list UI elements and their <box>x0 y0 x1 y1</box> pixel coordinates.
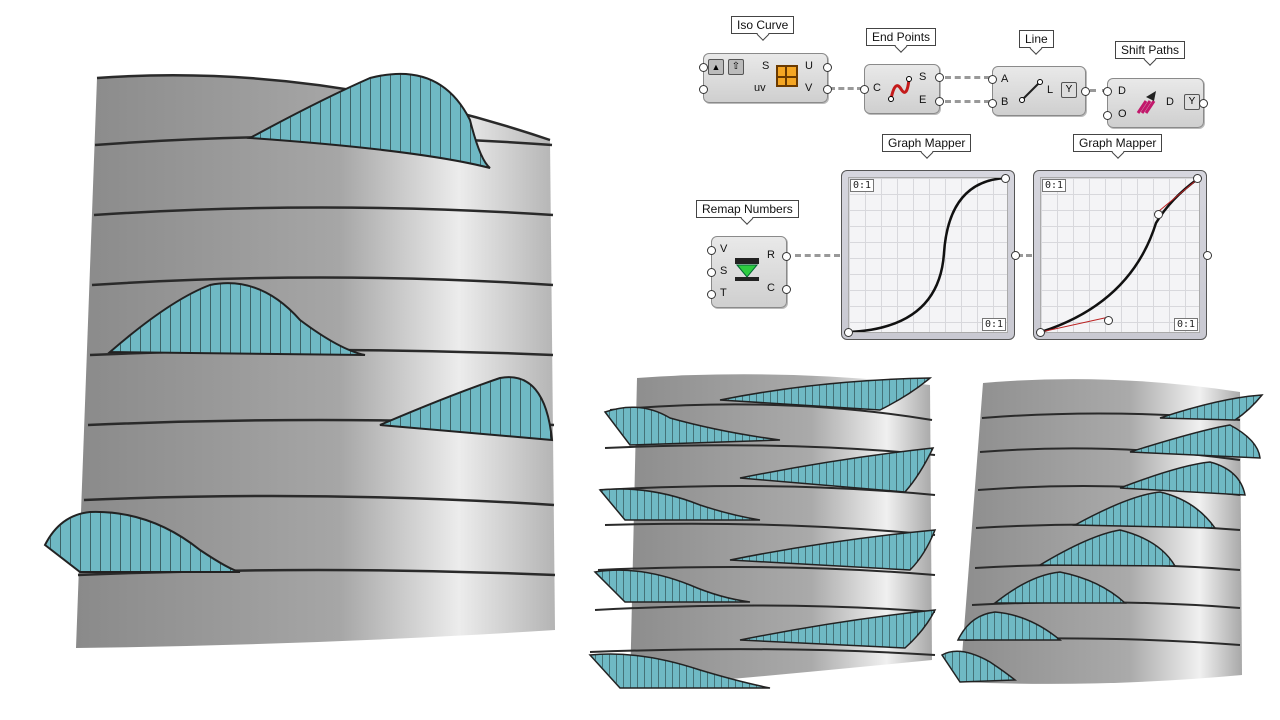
sigmoid-curve <box>849 178 1007 332</box>
line-output-grip[interactable] <box>1081 87 1090 96</box>
twisted-tower-render <box>588 374 937 689</box>
graph-2-handle-start[interactable] <box>1036 328 1045 337</box>
line-icon <box>1019 79 1043 103</box>
remap-input-t: T <box>720 287 727 299</box>
line-output-l: L <box>1047 84 1054 96</box>
wire-iso-to-endpoints <box>829 87 863 90</box>
shift-input-o: O <box>1118 108 1127 120</box>
shift-paths-icon <box>1136 91 1156 114</box>
bezier-curve <box>1041 178 1199 332</box>
remap-output-c: C <box>767 282 775 294</box>
wire-remap-to-graph <box>795 254 840 257</box>
iso-curve-input-grip[interactable] <box>699 63 708 72</box>
graph-1-output-grip[interactable] <box>1011 251 1020 260</box>
wire-graph-to-graph <box>1017 254 1032 257</box>
iso-output-v: V <box>805 82 813 94</box>
line-label: Line <box>1019 30 1054 48</box>
graph-2-range-y: 0:1 <box>1042 179 1067 192</box>
graph-mapper-1-label: Graph Mapper <box>882 134 972 152</box>
iso-up-icon[interactable]: ▲ <box>708 59 724 75</box>
remap-input-grip[interactable] <box>707 290 716 299</box>
shift-paths-output-grip[interactable] <box>1199 99 1208 108</box>
remap-input-s: S <box>720 265 728 277</box>
end-points-input-grip[interactable] <box>860 85 869 94</box>
iso-curve-label: Iso Curve <box>731 16 795 34</box>
remap-numbers-label: Remap Numbers <box>696 200 799 218</box>
shift-paths-label: Shift Paths <box>1115 41 1186 59</box>
end-points-component[interactable]: C S E <box>860 64 944 114</box>
graph-1-range-x: 0:1 <box>981 318 1006 331</box>
end-points-icon <box>888 76 912 102</box>
end-points-output-grip[interactable] <box>935 97 944 106</box>
graph-mapper-2-label: Graph Mapper <box>1073 134 1163 152</box>
wire-e-to-b <box>945 100 990 103</box>
line-input-a: A <box>1001 73 1009 85</box>
shift-paths-input-grip[interactable] <box>1103 111 1112 120</box>
end-points-output-grip[interactable] <box>935 73 944 82</box>
line-input-grip[interactable] <box>988 99 997 108</box>
graph-2-tangent-handle[interactable] <box>1154 210 1163 219</box>
graph-1-range-y: 0:1 <box>850 179 875 192</box>
iso-input-s: S <box>762 60 770 72</box>
flatten-icon[interactable]: Y <box>1184 94 1200 110</box>
remap-numbers-component[interactable]: V S T R C <box>707 236 791 308</box>
line-component[interactable]: A B L Y <box>988 66 1090 116</box>
graph-2-range-x: 0:1 <box>1173 318 1198 331</box>
graph-mapper-1[interactable]: 0:1 0:1 <box>841 170 1020 340</box>
graph-mapper-2[interactable]: 0:1 0:1 <box>1033 170 1212 340</box>
graph-2-output-grip[interactable] <box>1203 251 1212 260</box>
iso-input-uv: uv <box>754 82 766 94</box>
graph-2-handle-end[interactable] <box>1193 174 1202 183</box>
graph-2-tangent-handle[interactable] <box>1104 316 1113 325</box>
graph-1-handle-end[interactable] <box>1001 174 1010 183</box>
iso-curve-output-grip[interactable] <box>823 63 832 72</box>
wire-s-to-a <box>945 76 990 79</box>
graph-mapper-2-canvas[interactable] <box>1040 177 1200 333</box>
shift-paths-component[interactable]: D O D Y <box>1103 78 1208 128</box>
shift-output-d: D <box>1166 96 1174 108</box>
iso-output-u: U <box>805 60 813 72</box>
remap-input-v: V <box>720 243 728 255</box>
iso-arrow-icon[interactable]: ⇧ <box>728 59 744 75</box>
large-tower-render <box>43 72 556 648</box>
shift-paths-input-grip[interactable] <box>1103 87 1112 96</box>
remap-input-grip[interactable] <box>707 246 716 255</box>
endpoints-output-e: E <box>919 94 927 106</box>
graph-1-handle-start[interactable] <box>844 328 853 337</box>
graft-icon[interactable]: Y <box>1061 82 1077 98</box>
remap-output-r: R <box>767 249 775 261</box>
iso-curve-input-grip[interactable] <box>699 85 708 94</box>
remap-output-grip[interactable] <box>782 285 791 294</box>
iso-curve-output-grip[interactable] <box>823 85 832 94</box>
remap-icon <box>735 258 759 281</box>
graph-mapper-1-canvas[interactable] <box>848 177 1008 333</box>
line-input-b: B <box>1001 96 1009 108</box>
stacked-tower-render <box>940 379 1264 684</box>
wire-line-to-shift <box>1090 89 1108 92</box>
line-input-grip[interactable] <box>988 75 997 84</box>
iso-curve-component[interactable]: ▲ ⇧ S uv U V <box>699 53 832 103</box>
end-points-label: End Points <box>866 28 937 46</box>
endpoints-input-c: C <box>873 82 881 94</box>
iso-curve-icon <box>776 65 798 87</box>
shift-input-d: D <box>1118 85 1126 97</box>
endpoints-output-s: S <box>919 71 927 83</box>
remap-input-grip[interactable] <box>707 268 716 277</box>
remap-output-grip[interactable] <box>782 252 791 261</box>
